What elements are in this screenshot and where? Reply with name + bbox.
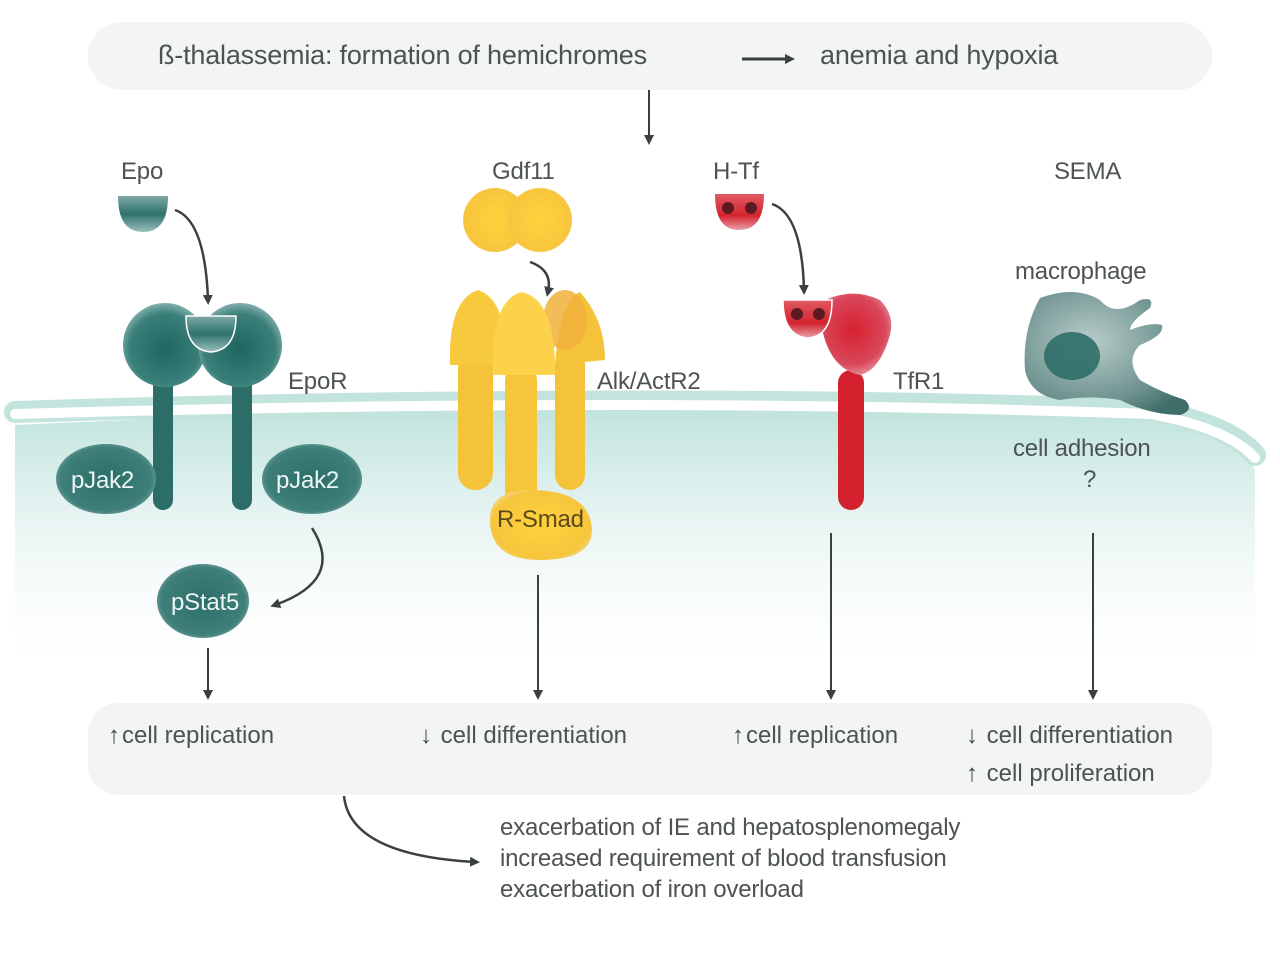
- pjak2-to-pstat5-arrow: [270, 527, 324, 609]
- htf-label: H-Tf: [713, 158, 759, 185]
- epo-ligand-shape: [118, 196, 168, 232]
- epo-label: Epo: [121, 158, 164, 185]
- alk-actr2-receptor-shape: [449, 290, 605, 505]
- consequences-arrow: [342, 795, 480, 867]
- alk-actr2-label: Alk/ActR2: [597, 368, 701, 395]
- header-cause: ß-thalassemia: formation of hemichromes: [158, 40, 647, 70]
- epo-arrow: [174, 208, 213, 305]
- cell-adhesion-label: cell adhesion: [1013, 435, 1151, 462]
- up-arrow-icon: ↑: [108, 722, 120, 749]
- gdf11-outcome: ↓ cell differentiation: [420, 722, 627, 750]
- htf-outcome: ↑cell replication: [732, 722, 898, 750]
- macrophage-label: macrophage: [1015, 258, 1147, 285]
- down-arrow-icon: ↓: [420, 722, 432, 749]
- pjak2-left-label: pJak2: [71, 467, 135, 494]
- down-arrow-icon: ↓: [966, 722, 978, 749]
- sema-label: SEMA: [1054, 158, 1122, 185]
- r-smad-label: R-Smad: [497, 506, 584, 533]
- sema-outcome-1: ↓ cell differentiation: [966, 722, 1173, 750]
- up-arrow-icon: ↑: [732, 722, 744, 749]
- sema-outcome-2: ↑ cell proliferation: [966, 760, 1155, 788]
- sema-outcome-1-text: cell differentiation: [986, 722, 1174, 749]
- cell-adhesion-question: ?: [1083, 466, 1097, 493]
- gdf11-outcome-text: cell differentiation: [440, 722, 628, 749]
- htf-arrow: [771, 202, 809, 295]
- consequence-2: increased requirement of blood transfusi…: [500, 845, 947, 872]
- pjak2-left-shape: [56, 444, 156, 514]
- htf-outcome-text: cell replication: [746, 722, 899, 749]
- pjak2-right-label: pJak2: [276, 467, 340, 494]
- gdf11-arrow: [529, 260, 554, 297]
- tfr1-receptor-shape: [782, 293, 892, 510]
- gdf11-label: Gdf11: [492, 158, 555, 185]
- macrophage-nucleus: [1044, 332, 1100, 380]
- consequence-1: exacerbation of IE and hepatosplenomegal…: [500, 814, 961, 841]
- gdf11-ligand-left: [463, 188, 527, 252]
- epor-label: EpoR: [288, 368, 348, 395]
- sema-outcome-2-text: cell proliferation: [986, 760, 1155, 787]
- consequence-3: exacerbation of iron overload: [500, 876, 804, 903]
- tfr1-label: TfR1: [893, 368, 945, 395]
- outcomes-panel: [88, 703, 1212, 795]
- pstat5-label: pStat5: [171, 589, 240, 616]
- htf-ligand-shape: [715, 194, 764, 230]
- pjak2-right-shape: [262, 444, 362, 514]
- macrophage-shape: [1024, 291, 1189, 415]
- header-effect: anemia and hypoxia: [820, 40, 1059, 70]
- r-smad-shape: [490, 490, 592, 560]
- epor-receptor-shape: [123, 303, 282, 510]
- pstat5-shape: [157, 564, 249, 638]
- up-arrow-icon: ↑: [966, 760, 978, 787]
- epo-outcome: ↑cell replication: [108, 722, 274, 750]
- header-panel: [88, 22, 1212, 90]
- epo-outcome-text: cell replication: [122, 722, 275, 749]
- gdf11-ligand-right: [508, 188, 572, 252]
